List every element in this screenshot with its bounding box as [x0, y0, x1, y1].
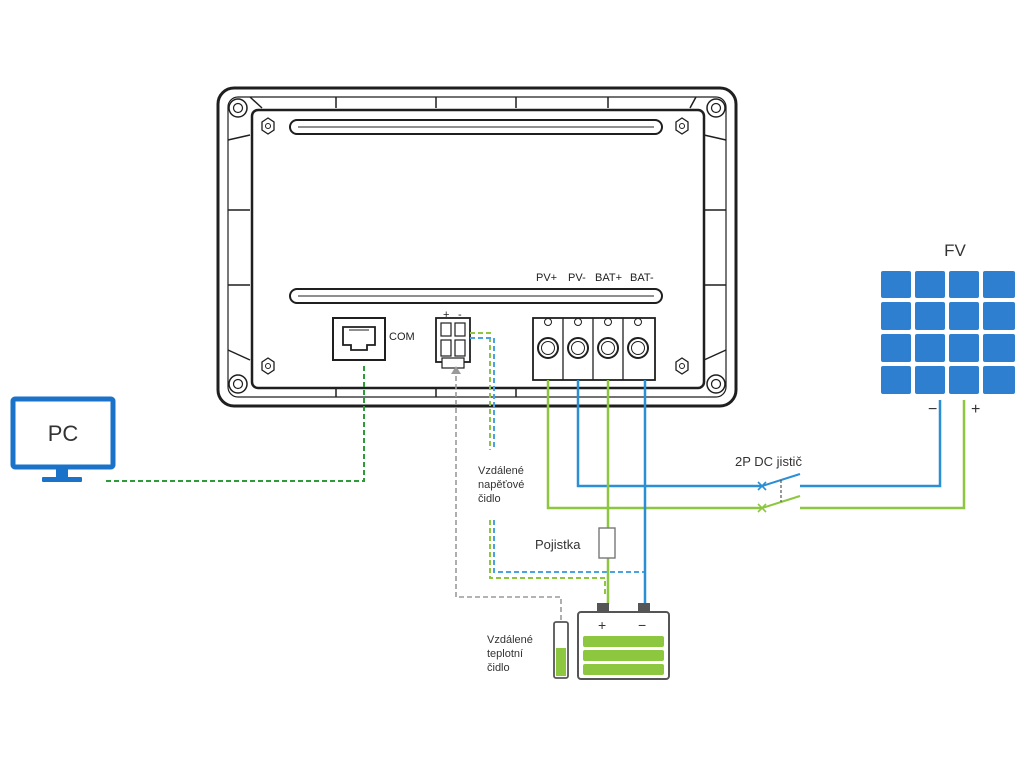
- temp-sensor-icon: [553, 621, 569, 679]
- dc-breaker-symbol: [757, 473, 801, 513]
- screw-bottom-left: [228, 374, 248, 394]
- com-label: COM: [389, 331, 415, 343]
- screw-top-right: [706, 98, 726, 118]
- temp-sensor-label: Vzdálené teplotní čidlo: [487, 634, 536, 674]
- screw-top-left: [228, 98, 248, 118]
- com-port: [332, 317, 386, 361]
- temp-sensor-arrow: [451, 366, 461, 374]
- battery-plus-label: +: [598, 617, 606, 633]
- panel-minus-wire: [800, 400, 942, 488]
- panel-plus-wire: [800, 400, 966, 510]
- voltage-sensor-label-line3: čidlo: [478, 493, 501, 505]
- screw-bottom-right: [706, 374, 726, 394]
- vent-slot-top: [289, 119, 663, 135]
- pc-label: PC: [48, 421, 79, 446]
- terminal-label-bat-plus: BAT+: [595, 272, 622, 284]
- terminal-label-bat-minus: BAT-: [630, 272, 654, 284]
- pc-monitor-icon: [10, 396, 116, 482]
- solar-panel-icon: [878, 268, 1018, 396]
- com-cable: [106, 364, 365, 482]
- vent-slot-bottom: [289, 288, 663, 304]
- voltage-sensor-label: Vzdálené napěťové čidlo: [478, 465, 527, 505]
- controller-inner-frame: [227, 96, 727, 398]
- terminal-label-pv-plus: PV+: [536, 272, 557, 284]
- sensor-minus-label: -: [458, 309, 462, 321]
- battery-icon: [577, 603, 670, 680]
- fuse-label: Pojistka: [535, 537, 581, 552]
- temp-sensor-label-line3: čidlo: [487, 662, 510, 674]
- fuse-symbol: [598, 527, 616, 559]
- terminal-bat-plus: [597, 318, 619, 359]
- breaker-label: 2P DC jistič: [735, 454, 802, 469]
- temp-sensor-label-line1: Vzdálené: [487, 634, 533, 646]
- voltage-sensor-connector: [435, 317, 471, 369]
- terminal-pv-plus: [537, 318, 559, 359]
- voltage-sensor-wire-blue: [470, 337, 495, 450]
- fv-plus-label: +: [971, 401, 980, 418]
- voltage-sensor-label-line1: Vzdálené: [478, 465, 524, 477]
- voltage-sensor-wire-green: [470, 332, 491, 450]
- fv-label: FV: [944, 241, 966, 260]
- nut-bottom-left: [261, 357, 275, 375]
- battery-minus-label: −: [638, 617, 646, 633]
- terminal-block: [532, 317, 656, 381]
- terminal-pv-minus: [567, 318, 589, 359]
- temp-sensor-wire: [455, 368, 562, 622]
- charge-controller: COM + - PV+ PV- BAT+ BAT-: [216, 86, 738, 408]
- terminal-label-pv-minus: PV-: [568, 272, 586, 284]
- nut-top-right: [675, 117, 689, 135]
- pv-plus-wire: [546, 380, 762, 510]
- pv-minus-wire: [576, 380, 762, 488]
- temp-sensor-label-line2: teplotní: [487, 648, 523, 660]
- terminal-bat-minus: [627, 318, 649, 359]
- voltage-sensor-wire-green-lower: [489, 520, 606, 596]
- voltage-sensor-label-line2: napěťové: [478, 479, 524, 491]
- nut-bottom-right: [675, 357, 689, 375]
- nut-top-left: [261, 117, 275, 135]
- voltage-sensor-wire-blue-lower: [493, 520, 646, 596]
- fv-minus-label: −: [928, 401, 937, 418]
- sensor-plus-label: +: [443, 309, 449, 321]
